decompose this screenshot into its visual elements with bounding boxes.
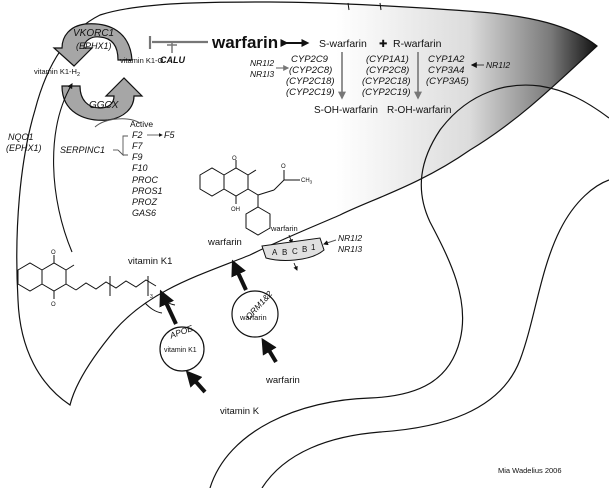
ggcx-label: GGCX	[89, 100, 119, 111]
ephx1-label: (EPHX1)	[76, 41, 112, 51]
r-enzyme-7: (CYP3A5)	[426, 76, 469, 87]
vitk-uptake-arrow	[185, 370, 207, 394]
regulator-nr1i2-right: NR1I2	[486, 60, 510, 70]
abcb1-letter: B	[282, 248, 287, 257]
orm-carrier	[231, 290, 279, 338]
transporter-regulator-nr1i2: NR1I2	[338, 233, 362, 243]
gamma-carboxylation-arc	[94, 118, 141, 128]
warfarin-ch3-group: CH3	[301, 178, 313, 185]
membrane-notch	[144, 302, 163, 314]
abcb1-letter: C	[292, 247, 298, 256]
vitamin-k1-structure	[17, 255, 157, 299]
apoe-content-label: vitamin K1	[164, 347, 197, 354]
factor-f7: F7	[132, 141, 143, 151]
protein-proc: PROC	[132, 175, 159, 185]
warfarin-structure	[199, 160, 300, 236]
orm-content-label: warfarin	[239, 313, 267, 322]
blood-warfarin-label: warfarin	[265, 375, 300, 386]
r-enzyme-5: CYP1A2	[428, 54, 465, 65]
plus-icon: ✚	[379, 39, 387, 50]
nqo1-ephx1-label: (EPHX1)	[6, 143, 42, 153]
epoxide-label: vitamin K1-O	[120, 56, 164, 65]
factor-f2: F2	[132, 130, 143, 140]
hydroquinone-label: vitamin K1-H2	[34, 67, 80, 78]
s-enzyme-3: (CYP2C18)	[286, 76, 335, 87]
vkorc1-label: VKORC1	[73, 28, 114, 39]
transporter-regulator-arrow	[323, 239, 337, 246]
s-oh-warfarin-label: S-OH-warfarin	[314, 105, 378, 116]
blood-vitamin-k-label: vitamin K	[220, 406, 260, 417]
nqo1-reduction-arrow	[53, 83, 73, 253]
efflux-arrow-out	[293, 262, 298, 271]
warfarin-o-atom: O	[232, 156, 237, 162]
regulator-nr1i3: NR1I3	[250, 69, 274, 79]
neighbour-cell-outline	[209, 84, 609, 489]
r-warfarin-label: R-warfarin	[393, 38, 442, 50]
s-enzyme-2: (CYP2C8)	[289, 65, 332, 76]
membrane-notch	[347, 2, 382, 11]
factor-f9: F9	[132, 152, 143, 162]
protein-proz: PROZ	[132, 197, 158, 207]
warfarin-oh-group: OH	[231, 207, 240, 213]
factor-f5: F5	[164, 130, 175, 140]
r-enzyme-2: (CYP2C8)	[366, 65, 409, 76]
r-enzyme-4: (CYP2C19)	[362, 87, 411, 98]
intracellular-warfarin-label: warfarin	[207, 237, 242, 248]
warfarin-uptake-arrow	[231, 259, 248, 291]
cycle-arrow-top	[52, 23, 133, 67]
vitamin-k1-o-atom: O	[51, 302, 56, 308]
vitamin-k1-label: vitamin K1	[128, 256, 172, 267]
r-enzyme-6: CYP3A4	[428, 65, 464, 76]
nqo1-label: NQO1	[8, 132, 34, 142]
r-enzyme-3: (CYP2C18)	[362, 76, 411, 87]
neighbour-cell-outline	[261, 179, 609, 489]
liver-cell-outline	[16, 1, 598, 406]
active-label: Active	[130, 119, 153, 129]
vitamin-k1-repeat-count: 3	[150, 294, 153, 300]
cycle-arrow-bottom	[61, 77, 144, 121]
warfarin-o-atom: O	[281, 164, 286, 170]
calu-label: CALU	[160, 55, 185, 65]
s-enzyme-4: (CYP2C19)	[286, 87, 335, 98]
credit-label: Mia Wadelius 2006	[498, 466, 562, 475]
vitamin-k1-o-atom: O	[51, 250, 56, 256]
abcb1-letter: A	[272, 248, 278, 257]
factor-f10: F10	[132, 163, 148, 173]
r-enzyme-1: (CYP1A1)	[366, 54, 409, 65]
serpinc1-label: SERPINC1	[60, 145, 105, 155]
regulator-nr1i2: NR1I2	[250, 58, 274, 68]
apoe-carrier	[159, 326, 205, 372]
protein-gas6: GAS6	[132, 208, 156, 218]
serpinc1-bracket	[117, 135, 128, 157]
warfarin-title: warfarin	[211, 33, 278, 52]
s-warfarin-label: S-warfarin	[319, 38, 367, 50]
transporter-regulator-nr1i3: NR1I3	[338, 244, 362, 254]
abcb1-letter: 1	[311, 243, 316, 252]
abcb1-letter: B	[302, 245, 307, 254]
r-oh-warfarin-label: R-OH-warfarin	[387, 105, 451, 116]
abcb1-transporter	[261, 237, 325, 261]
warfarin-uptake-arrow	[261, 337, 278, 364]
transporter-warfarin-label: warfarin	[270, 224, 298, 233]
protein-pros1: PROS1	[132, 186, 163, 196]
vitk-uptake-arrow	[159, 289, 178, 325]
s-enzyme-1: CYP2C9	[291, 54, 329, 65]
